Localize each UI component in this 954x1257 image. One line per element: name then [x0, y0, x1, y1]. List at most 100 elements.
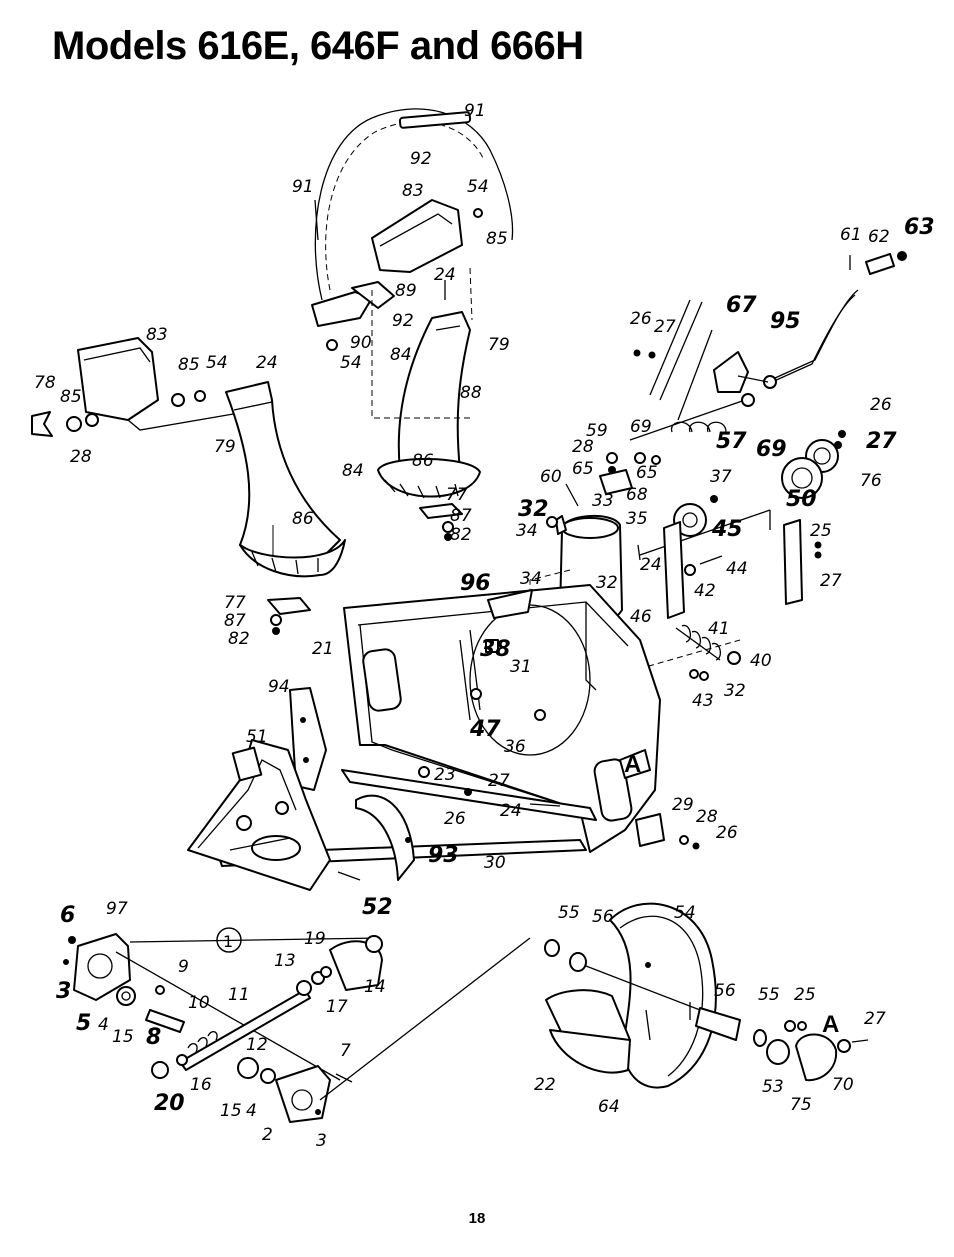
part-label: 91 [292, 177, 314, 197]
part-label: 25 [810, 521, 832, 541]
part-label: 35 [626, 509, 648, 529]
part-label: 89 [395, 281, 417, 301]
part-label: 92 [392, 311, 414, 331]
part-label: 59 [586, 421, 608, 441]
part-label: 69 [630, 417, 652, 437]
part-labels-chute-crank: 91 92 91 83 54 85 24 89 92 90 54 84 79 8… [292, 101, 510, 545]
part-label: 47 [469, 717, 501, 742]
part-label: 27 [866, 429, 897, 454]
part-label: 69 [756, 437, 787, 462]
part-label: 45 [711, 517, 743, 542]
part-label: 83 [402, 181, 424, 201]
auger-assembly-group [63, 927, 531, 1123]
part-label: 23 [434, 765, 456, 785]
part-label: 26 [444, 809, 466, 829]
part-label: 67 [726, 293, 757, 318]
left-chute-group [31, 337, 346, 635]
part-label: 2 [262, 1125, 273, 1145]
part-label: 4 [246, 1101, 257, 1121]
part-label: 11 [228, 985, 250, 1005]
part-label: 26 [630, 309, 652, 329]
part-label: 95 [770, 309, 801, 334]
part-label: 50 [786, 487, 817, 512]
part-label: 84 [390, 345, 412, 365]
part-label: 15 [112, 1027, 134, 1047]
part-label: 65 [572, 459, 594, 479]
callout-letter-impeller: A [822, 1011, 839, 1038]
part-label: 75 [790, 1095, 812, 1115]
part-label: 27 [654, 317, 676, 337]
part-labels-impeller: 55 56 54 56 55 25 27 22 64 53 75 70 A [534, 903, 886, 1117]
part-label: 44 [726, 559, 748, 579]
part-label: 83 [146, 325, 168, 345]
part-label: 42 [694, 581, 716, 601]
part-label: 17 [326, 997, 348, 1017]
part-label: 97 [106, 899, 128, 919]
part-label: 46 [630, 607, 652, 627]
part-label: 84 [342, 461, 364, 481]
part-label: 34 [516, 521, 538, 541]
part-label: 15 [220, 1101, 242, 1121]
part-label: 10 [188, 993, 210, 1013]
part-label: 93 [428, 843, 459, 868]
part-label: 60 [540, 467, 562, 487]
part-label: 54 [674, 903, 696, 923]
part-label: 91 [464, 101, 486, 121]
part-label: 7 [340, 1041, 351, 1061]
part-label: 33 [592, 491, 614, 511]
part-label: 54 [340, 353, 362, 373]
page-title: Models 616E, 646F and 666H [52, 24, 584, 68]
part-label: 55 [758, 985, 780, 1005]
part-label: 96 [460, 571, 491, 596]
part-label: 57 [716, 429, 747, 454]
part-label: 56 [714, 981, 736, 1001]
part-label: 3 [316, 1131, 327, 1151]
part-label: 92 [410, 149, 432, 169]
part-label: 77 [224, 593, 246, 613]
part-label: 28 [70, 447, 92, 467]
part-label: 34 [520, 569, 542, 589]
circled-reference-number: 1 [223, 932, 233, 951]
part-label: 52 [362, 895, 393, 920]
part-label: 79 [488, 335, 510, 355]
part-label: 62 [868, 227, 890, 247]
part-label: 20 [154, 1091, 185, 1116]
part-label: 25 [794, 985, 816, 1005]
part-label: 86 [292, 509, 314, 529]
part-label: 70 [832, 1075, 854, 1095]
part-label: 9 [178, 957, 189, 977]
part-label: 24 [434, 265, 456, 285]
part-label: 24 [500, 801, 522, 821]
part-label: 32 [596, 573, 618, 593]
part-label: 4 [98, 1015, 109, 1035]
part-label: 32 [724, 681, 746, 701]
part-label: 41 [708, 619, 730, 639]
part-label: 3 [56, 979, 71, 1004]
part-label: 82 [228, 629, 250, 649]
part-label: 85 [486, 229, 508, 249]
part-label: 77 [446, 485, 468, 505]
part-label: 12 [246, 1035, 268, 1055]
part-labels-left-chute: 83 85 54 24 78 85 28 79 84 86 77 87 82 [34, 325, 364, 649]
part-label: 24 [640, 555, 662, 575]
part-label: 94 [268, 677, 290, 697]
part-label: 79 [214, 437, 236, 457]
part-label: 43 [692, 691, 714, 711]
part-label: 28 [572, 437, 594, 457]
part-label: 86 [412, 451, 434, 471]
part-label: 54 [206, 353, 228, 373]
part-label: 85 [178, 355, 200, 375]
auger-housing-group [187, 584, 700, 891]
part-label: 68 [626, 485, 648, 505]
part-label: 40 [750, 651, 772, 671]
part-label: 54 [467, 177, 489, 197]
part-label: 65 [636, 463, 658, 483]
part-label: 13 [274, 951, 296, 971]
part-label: 5 [76, 1011, 91, 1036]
part-label: 38 [480, 637, 511, 662]
part-label: 24 [256, 353, 278, 373]
part-label: 27 [864, 1009, 886, 1029]
impeller-group [544, 902, 869, 1089]
part-label: 36 [504, 737, 526, 757]
